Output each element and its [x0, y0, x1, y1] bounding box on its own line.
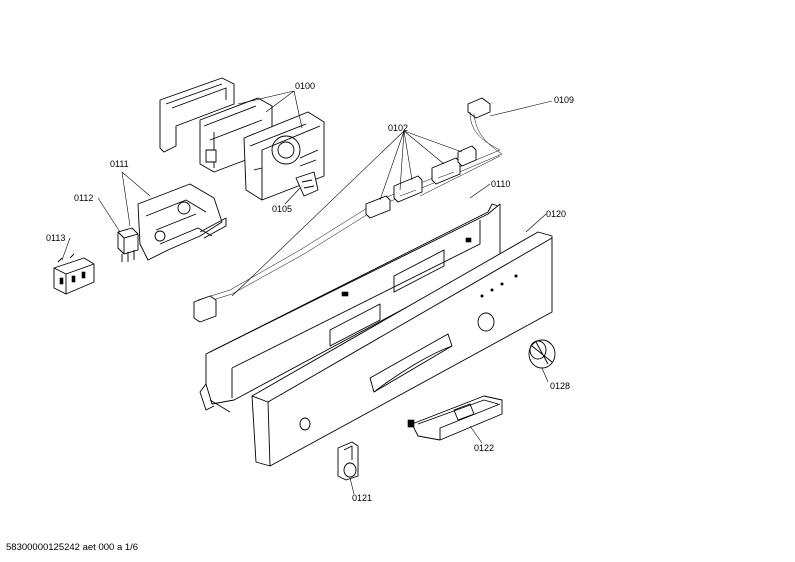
part-0100-module-housing [159, 77, 325, 201]
label-0110: 0110 [491, 179, 510, 189]
label-0120: 0120 [546, 209, 566, 219]
part-0110-inner-panel [199, 203, 501, 413]
label-0121: 0121 [352, 493, 372, 503]
part-0111-bracket [137, 183, 227, 261]
label-0112: 0112 [74, 193, 93, 203]
part-0120-fascia-panel [251, 231, 553, 467]
label-0105: 0105 [272, 204, 292, 214]
label-0109: 0109 [554, 95, 574, 105]
document-footer-code: 58300000125242 aet 000 a 1/6 [6, 542, 139, 553]
label-0111: 0111 [110, 159, 129, 169]
label-0102: 0102 [388, 123, 408, 133]
part-labels: 0100 0109 0102 0111 0110 0112 0105 0120 … [46, 81, 574, 503]
part-0122-dispenser-button [407, 395, 503, 441]
part-0102-connectors [365, 145, 477, 219]
label-0122: 0122 [474, 443, 494, 453]
label-0113: 0113 [46, 233, 65, 243]
label-0100: 0100 [295, 81, 315, 91]
leader-lines [61, 90, 553, 495]
label-0128: 0128 [550, 381, 570, 391]
part-0121-latch [337, 441, 359, 481]
part-0128-knob [528, 339, 556, 369]
part-0112-filter [117, 227, 139, 262]
part-0113-terminal [53, 253, 95, 295]
